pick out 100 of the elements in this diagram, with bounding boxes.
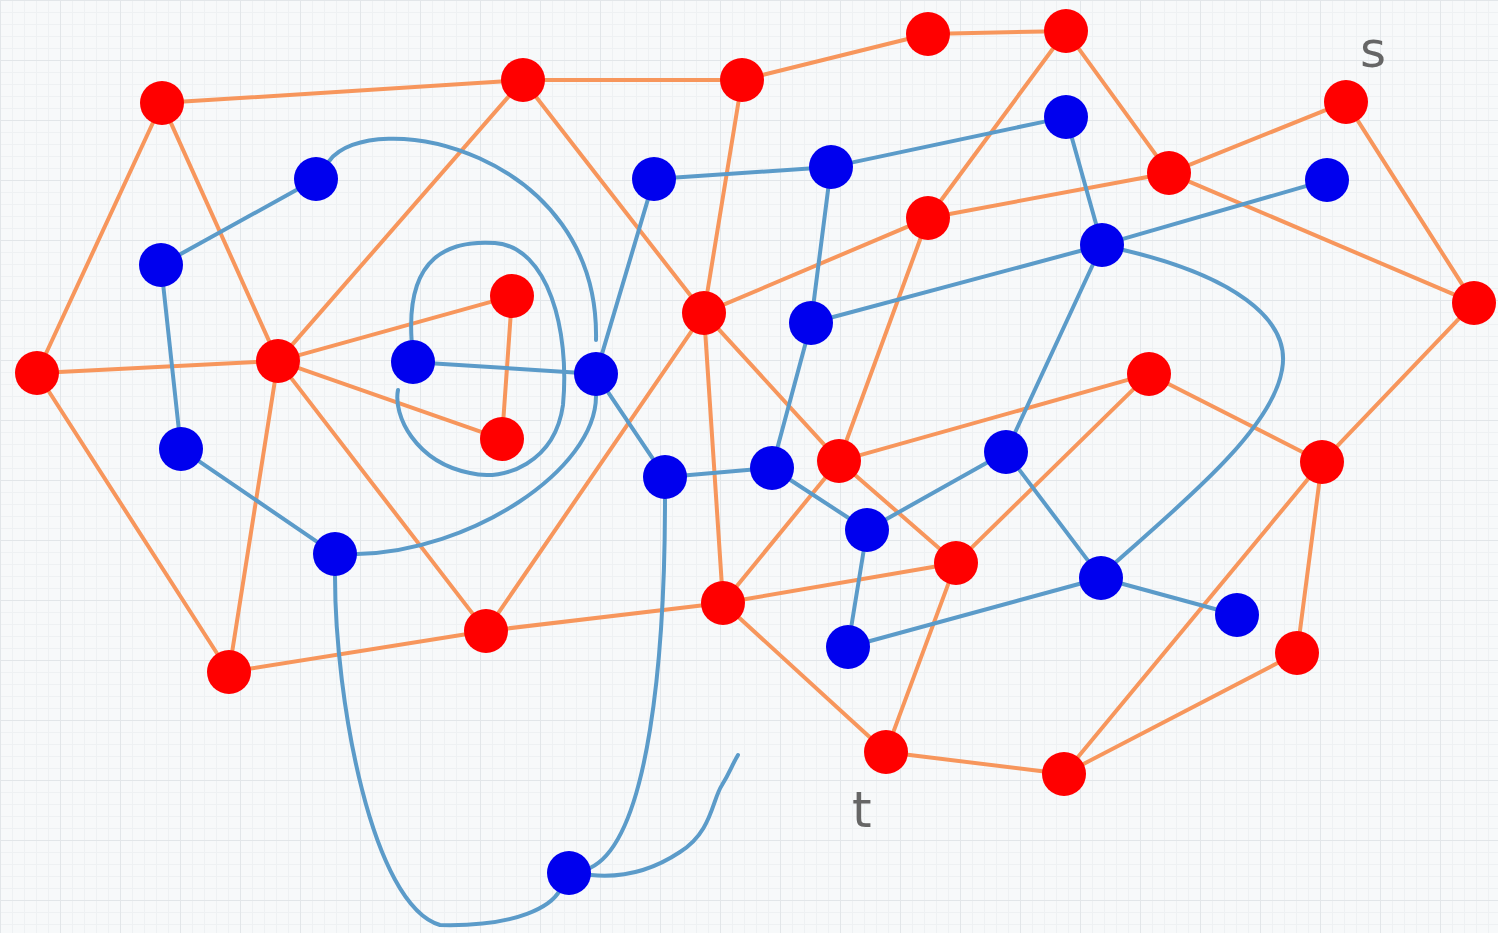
graph-edge [501,315,513,420]
graph-vertex [1147,151,1191,195]
graph-edge [395,240,567,478]
graph-vertex [1042,752,1086,796]
vertex-label: s [1360,25,1387,75]
graph-edge [1076,477,1310,759]
vertex-label: t [852,785,872,835]
graph-vertex [984,430,1028,474]
graph-vertex [1080,223,1124,267]
graph-vertex [391,340,435,384]
graph-edge [1081,661,1280,766]
graph-edge [197,459,319,544]
graph-edge [849,549,866,628]
graph-edge [606,390,655,461]
graph-edge [182,79,503,104]
graph-vertex [1044,9,1088,53]
graph-edge [734,476,828,588]
graph-edge [891,581,951,734]
graph-edge [1070,136,1098,226]
graph-edge [811,186,831,304]
graph-edge [44,121,155,355]
graph-edge [969,387,1136,550]
graph-vertex [845,508,889,552]
graph-edge [867,581,1082,644]
graph-edge [333,574,562,927]
graph-vertex [15,351,59,395]
graph-edge [737,615,872,740]
graph-edge [57,360,258,374]
graph-vertex [864,730,908,774]
graph-vertex [682,291,726,335]
graph-vertex [480,417,524,461]
graph-edge [1187,108,1328,167]
graph-edge [543,78,722,82]
graph-vertex [701,581,745,625]
graph-vertex [159,427,203,471]
graph-edge [775,342,808,449]
graph-vertex [490,274,534,318]
graph-edge [1297,481,1322,634]
graph-edge [716,327,827,447]
graph-vertex [1305,158,1349,202]
graph-edge [297,299,493,358]
graph-vertex [789,301,833,345]
graph-vertex [1275,631,1319,675]
graph-vertex [574,352,618,396]
graph-edge [1114,248,1285,564]
graph-edge [703,333,724,583]
graph-edge [1335,316,1461,449]
graph-edge [289,376,475,616]
graph-vertex [632,157,676,201]
graph-vertex [1324,80,1368,124]
graph-vertex [140,81,184,125]
graph-edge [948,29,1046,36]
graph-edge [1120,581,1218,612]
graph-edge [705,99,741,294]
graph-edge [290,94,511,347]
graph-edge [433,361,576,375]
graph-vertex [1044,95,1088,139]
graph-vertex [809,145,853,189]
graph-vertex [1300,440,1344,484]
graph-vertex [1452,281,1496,325]
graph-edge [939,46,1055,203]
graph-edge [46,389,220,656]
graph-edge [1166,382,1305,454]
graph-edge [230,380,277,653]
graph-edge [1187,179,1456,297]
graph-vertex [501,58,545,102]
graph-vertex [1127,352,1171,396]
graph-vertex [934,541,978,585]
graph-edge [355,394,598,556]
graph-edge [169,121,271,343]
graph-vertex [906,196,950,240]
graph-vertex [720,58,764,102]
graph-edge [788,478,851,520]
graph-edge [496,329,694,615]
graph-vertex [1215,593,1259,637]
graph-vertex [826,625,870,669]
graph-vertex [139,243,183,287]
graph-edge [858,377,1130,458]
graph-edge [178,187,299,257]
graph-edge [1121,184,1308,241]
graph-edge [1355,118,1465,287]
graph-edge [884,460,989,522]
graph-vertex [547,851,591,895]
graph-vertex [750,446,794,490]
graph-edge [161,284,181,430]
graph-edge [534,95,693,298]
graph-vertex [294,157,338,201]
graph-edge [296,366,484,434]
graph-edge [853,473,942,551]
graph-vertex [817,439,861,483]
graph-edge [1076,46,1159,158]
graph-vertex [256,339,300,383]
graph-vertex [643,455,687,499]
graph-vertex [207,650,251,694]
graph-vertex [313,532,357,576]
graph-edge [830,248,1083,320]
graph-vertex [464,609,508,653]
graph-edge [600,198,650,355]
graph-edge [1017,467,1090,563]
graph-edge [1013,263,1095,434]
